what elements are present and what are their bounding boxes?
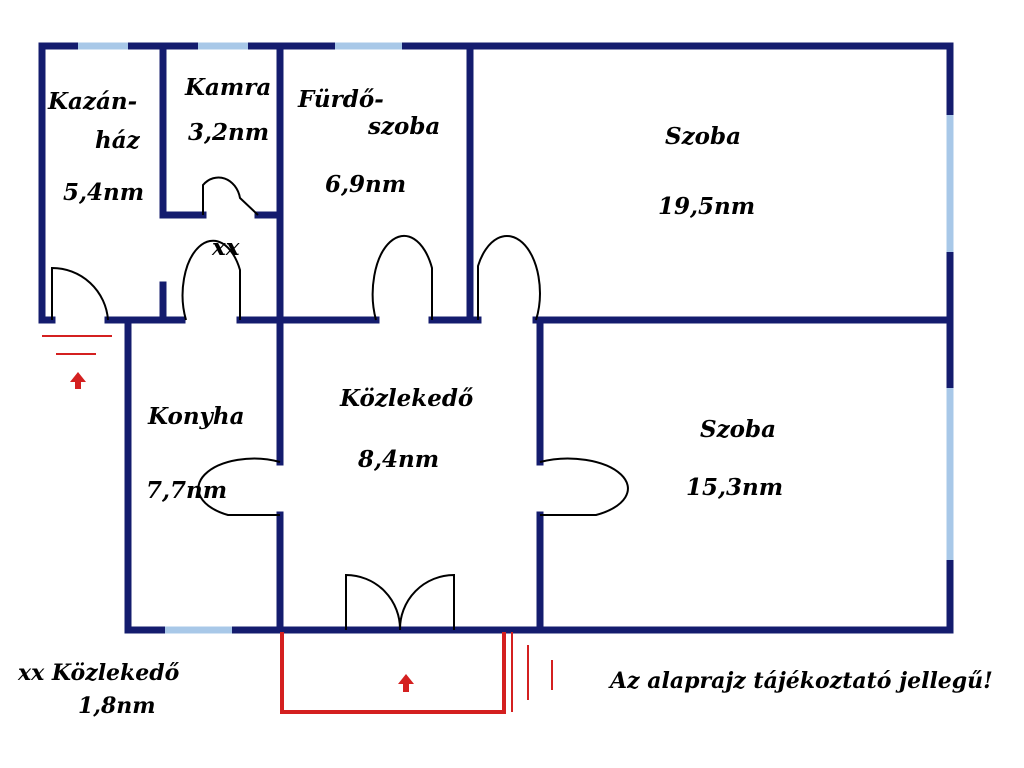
- windows: [78, 42, 954, 634]
- arrow-up-icon: [70, 372, 86, 389]
- door-szoba2: [539, 457, 629, 516]
- legend-line1: xx Közlekedő: [17, 660, 180, 686]
- legend: xx Közlekedő 1,8nm: [17, 660, 180, 719]
- door-furdo: [371, 234, 433, 321]
- kazanhaz-name-line1: Kazán-: [47, 88, 137, 115]
- kamra-name: Kamra: [184, 74, 271, 101]
- szoba2-name: Szoba: [700, 416, 776, 443]
- door-entrance: [345, 573, 455, 631]
- kozlekedo-name: Közlekedő: [339, 385, 473, 412]
- door-kazanhaz: [51, 266, 109, 321]
- kazanhaz-name-line2: ház: [95, 127, 141, 154]
- konyha-name: Konyha: [147, 403, 245, 430]
- furdo-area: 6,9nm: [325, 171, 406, 198]
- doors: [51, 176, 629, 631]
- kazanhaz-area: 5,4nm: [63, 179, 144, 206]
- entrance-markers: [42, 335, 553, 714]
- konyha-area: 7,7nm: [146, 477, 227, 504]
- entrance-outline: [280, 632, 506, 714]
- legend-line2: 1,8nm: [78, 693, 156, 719]
- door-konyha: [197, 457, 281, 516]
- room-labels: Kazán- ház 5,4nm Kamra 3,2nm Fürdő- szob…: [47, 74, 783, 504]
- disclaimer-text: Az alaprajz tájékoztató jellegű!: [608, 668, 993, 694]
- xx-label: xx: [211, 234, 240, 261]
- kozlekedo-area: 8,4nm: [357, 446, 439, 473]
- door-xx: [181, 239, 241, 321]
- furdo-name-line1: Fürdő-: [297, 86, 384, 113]
- szoba1-name: Szoba: [665, 123, 741, 150]
- szoba2-area: 15,3nm: [686, 474, 783, 501]
- arrow-up-icon: [398, 674, 414, 692]
- kamra-area: 3,2nm: [188, 119, 269, 146]
- furdo-name-line2: szoba: [367, 113, 440, 140]
- walls: [38, 42, 954, 634]
- door-kamra: [202, 176, 259, 216]
- szoba1-area: 19,5nm: [658, 193, 755, 220]
- door-szoba1: [477, 234, 541, 321]
